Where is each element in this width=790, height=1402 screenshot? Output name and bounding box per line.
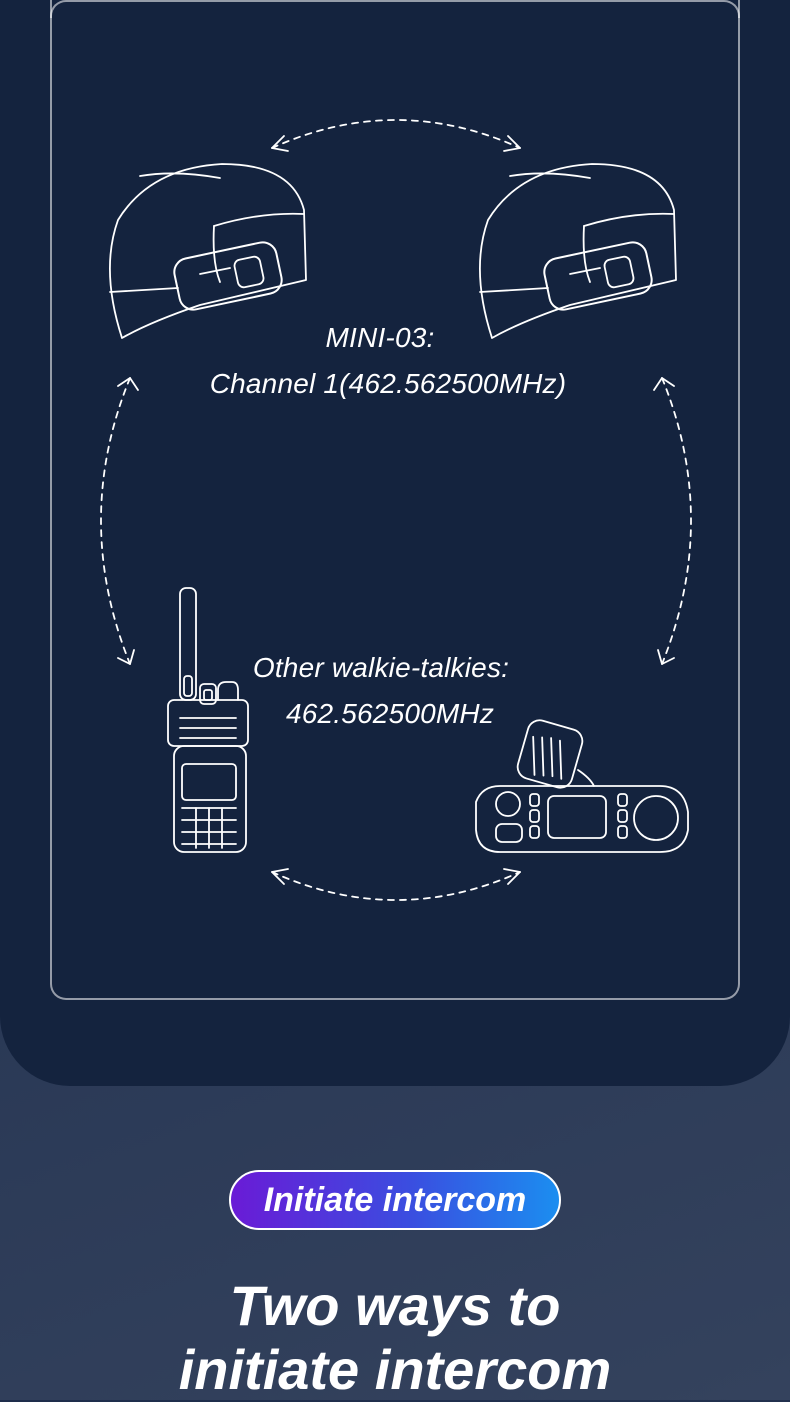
helmet-model-label: MINI-03: <box>325 322 435 353</box>
helmet-left-icon <box>109 163 307 339</box>
initiate-intercom-badge: Initiate intercom <box>229 1170 561 1230</box>
handheld-radio-icon <box>167 587 249 853</box>
walkie-talkie-frequency: 462.562500MHz <box>285 698 495 729</box>
arrow-left <box>100 377 139 665</box>
mobile-radio-icon <box>475 719 689 853</box>
helmet-right-icon <box>479 163 677 339</box>
walkie-talkie-label: Other walkie-talkies: <box>252 652 510 683</box>
intercom-diagram <box>100 119 692 901</box>
arrow-top <box>271 119 521 152</box>
headline-line-1: Two ways to <box>229 1274 561 1337</box>
diagram-frame <box>50 0 740 1000</box>
arrow-right <box>653 377 692 665</box>
helmet-channel-label: Channel 1(462.562500MHz) <box>209 368 567 399</box>
arrow-bottom <box>271 868 521 901</box>
headline-line-2: initiate intercom <box>178 1338 612 1401</box>
diagram-panel <box>0 0 790 1086</box>
